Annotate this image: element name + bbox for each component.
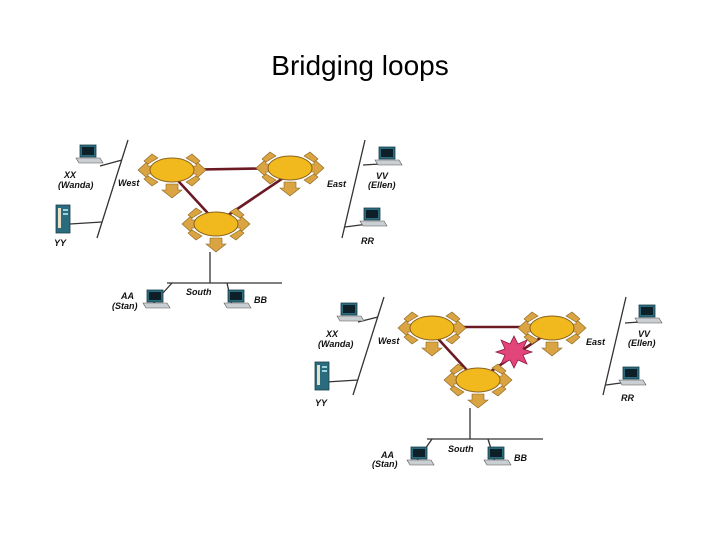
segment-label-west: West — [118, 178, 140, 188]
host-bb-name: BB — [254, 295, 267, 305]
diagram-1: West East South XX (Wanda) YY VV (Ellen)… — [54, 139, 403, 311]
host-xx-user: (Wanda) — [318, 339, 353, 349]
bridge-link-east-south — [217, 170, 293, 224]
pc-icon — [618, 366, 647, 386]
segment-label-west: West — [378, 336, 400, 346]
link-failure-burst-icon — [494, 335, 534, 369]
segment-label-east: East — [327, 179, 347, 189]
west-segment-line — [96, 139, 129, 239]
west-segment-line — [352, 296, 385, 396]
segment-label-east: East — [586, 337, 606, 347]
host-rr-name: RR — [621, 393, 634, 403]
host-xx-name: XX — [63, 170, 77, 180]
slide-title: Bridging loops — [271, 50, 449, 81]
host-aa-user: (Stan) — [372, 459, 398, 469]
host-aa-name: AA — [120, 291, 134, 301]
host-vv-name: VV — [638, 329, 651, 339]
host-yy-name: YY — [315, 398, 328, 408]
pc-icon — [483, 446, 512, 466]
host-vv-name: VV — [376, 171, 389, 181]
server-tower-icon — [314, 361, 330, 391]
bridge-west — [137, 153, 207, 199]
pc-icon — [359, 207, 388, 227]
pc-icon — [142, 289, 171, 309]
pc-icon — [336, 302, 365, 322]
pc-icon — [374, 146, 403, 166]
bridge-east — [517, 311, 587, 357]
pc-icon — [634, 304, 663, 324]
bridge-west — [397, 311, 467, 357]
segment-label-south: South — [448, 444, 474, 454]
bridge-south — [181, 207, 251, 253]
bridge-south — [443, 363, 513, 409]
pc-icon — [223, 289, 252, 309]
pc-icon — [75, 144, 104, 164]
host-vv-user: (Ellen) — [368, 180, 396, 190]
host-xx-name: XX — [325, 329, 339, 339]
east-segment-line — [602, 296, 627, 396]
host-aa-name: AA — [380, 450, 394, 460]
host-yy-name: YY — [54, 238, 67, 248]
segment-label-south: South — [186, 287, 212, 297]
host-xx-user: (Wanda) — [58, 180, 93, 190]
east-segment-line — [341, 139, 366, 239]
server-tower-icon — [55, 204, 71, 234]
host-aa-user: (Stan) — [112, 301, 138, 311]
host-rr-name: RR — [361, 236, 374, 246]
host-vv-user: (Ellen) — [628, 338, 656, 348]
host-bb-name: BB — [514, 453, 527, 463]
pc-icon — [406, 446, 435, 466]
diagram-2: West East South XX (Wanda) YY VV (Ellen)… — [314, 296, 663, 469]
